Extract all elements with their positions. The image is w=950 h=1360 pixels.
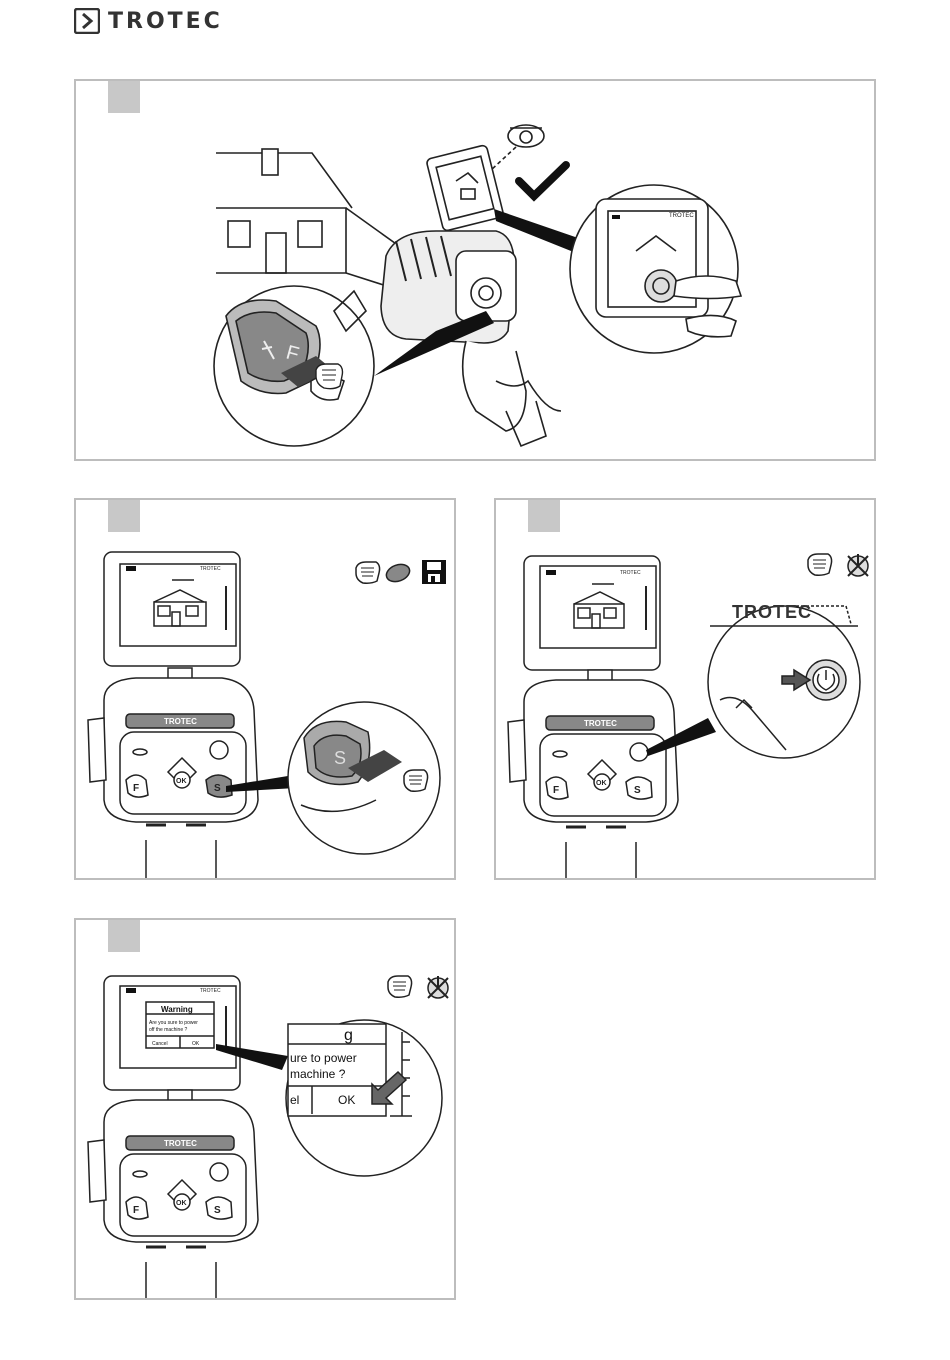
panel-step-3: TROTEC TROTEC OK F S TROTEC [494,498,876,880]
house-illustration [216,149,406,289]
s-button-label: S [214,1205,221,1216]
check-icon [519,165,566,196]
dialog-line-2: off the machine ? [149,1027,187,1033]
zoom-brand: TROTEC [732,602,812,622]
ok-button-label: OK [176,1200,187,1207]
ok-button-label: OK [176,778,187,785]
floppy-save-icon [422,560,446,584]
camera-device [381,145,561,446]
zoom-dialog-line-2: machine ? [290,1067,346,1081]
face-brand: TROTEC [164,717,197,726]
brand-logo: TROTEC [74,6,223,36]
hand-press-icon [808,554,832,575]
dialog-ok-button[interactable]: OK [192,1041,200,1047]
illustration-confirm-power-off: TROTEC Warning Are you sure to power off… [76,920,456,1300]
hand-press-icon [388,976,412,997]
dialog-title: Warning [161,1005,193,1014]
right-zoom-brand: TROTEC [669,213,694,219]
trotec-logo-icon [74,8,100,34]
illustration-measure: F TROTEC [76,81,876,461]
dialog-line-1: Are you sure to power [149,1020,198,1026]
face-brand: TROTEC [584,719,617,728]
power-off-icon [428,976,448,998]
zoom-dialog-title: g [344,1027,353,1044]
screen-brand: TROTEC [620,570,641,576]
zoom-dialog-line-1: ure to power [290,1051,357,1065]
brand-name: TROTEC [108,9,223,34]
panel-step-2: TROTEC TROTEC OK F S S [74,498,456,880]
illustration-power-off: TROTEC TROTEC OK F S TROTEC [496,500,876,880]
dialog-cancel-button[interactable]: Cancel [152,1041,168,1047]
hand-press-icon [356,562,380,583]
zoom-ok-button[interactable]: OK [338,1093,355,1107]
zoom-circle-screen-touch [494,185,741,353]
hand-press-icon [316,364,343,389]
f-button-label: F [133,1205,139,1216]
s-button-label: S [214,783,221,794]
zoom-s-label: S [334,748,346,768]
s-button-icon [384,561,412,584]
face-brand: TROTEC [164,1139,197,1148]
panel-step-4: TROTEC Warning Are you sure to power off… [74,918,456,1300]
illustration-save: TROTEC TROTEC OK F S S [76,500,456,880]
zoom-cancel-button[interactable]: el [290,1093,299,1107]
hand-press-icon [404,770,428,791]
s-button-label: S [634,785,641,796]
screen-brand: TROTEC [200,988,221,994]
panel-step-1: F TROTEC [74,79,876,461]
ok-button-label: OK [596,780,607,787]
power-off-icon [848,554,868,576]
f-button-label: F [553,785,559,796]
f-button-label: F [133,783,139,794]
screen-brand: TROTEC [200,566,221,572]
eye-icon [490,125,544,171]
